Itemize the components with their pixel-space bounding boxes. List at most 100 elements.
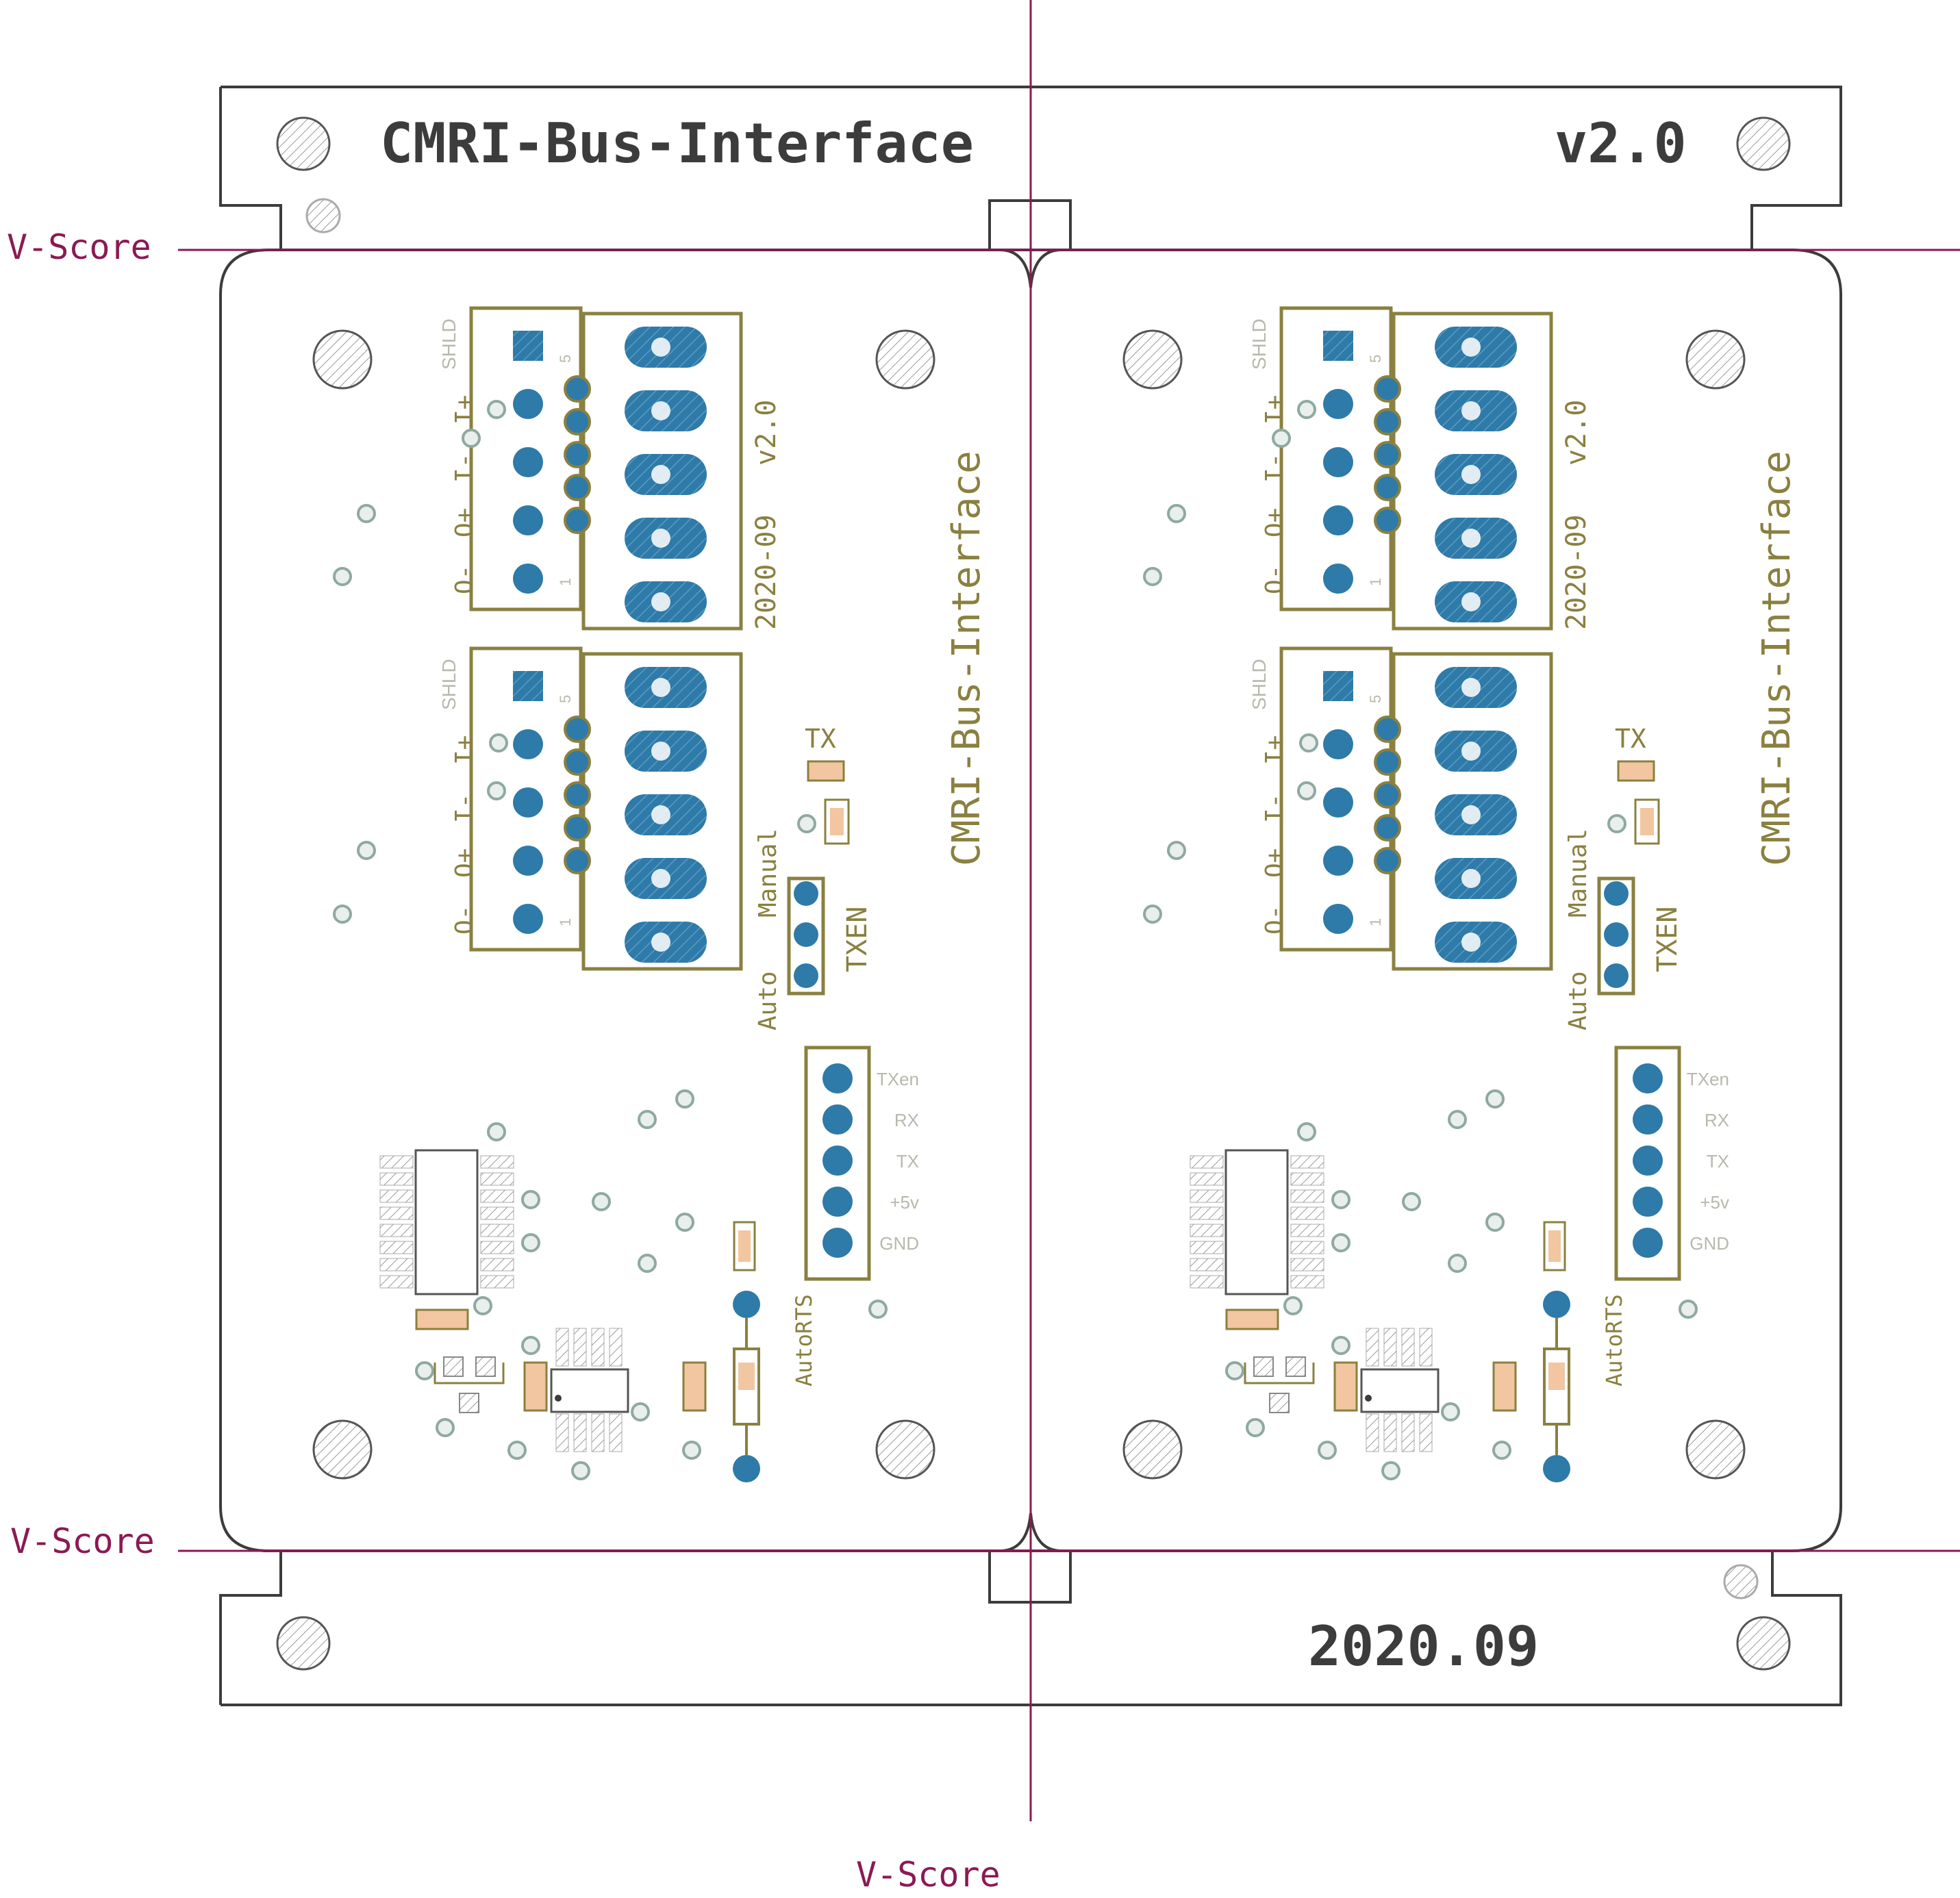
screw-terminal-outline <box>581 312 743 631</box>
header-pin-label: RX <box>894 1110 919 1130</box>
round-pad <box>1323 729 1353 759</box>
ic-small-pin <box>1401 1413 1415 1452</box>
jumper-label-manual: Manual <box>1564 828 1592 918</box>
header-pin <box>564 781 591 809</box>
via <box>1607 814 1626 833</box>
screw-terminal-outline <box>1392 312 1553 631</box>
via <box>507 1441 527 1460</box>
screw-hole <box>651 338 670 357</box>
mounting-hole <box>1122 1419 1183 1480</box>
ic-pin <box>1190 1172 1224 1186</box>
ic-pin <box>1290 1155 1324 1169</box>
header-pad <box>822 1228 853 1258</box>
jumper-pin <box>1604 881 1629 906</box>
header-pin <box>564 408 591 435</box>
via <box>1492 1441 1511 1460</box>
header-pin-label: TXen <box>1687 1069 1729 1089</box>
ic-pin <box>480 1155 514 1169</box>
via <box>675 1089 694 1109</box>
via <box>521 1336 540 1355</box>
header-pad <box>1633 1146 1663 1176</box>
header-pad <box>1633 1104 1663 1135</box>
ic-small-pin <box>1366 1413 1379 1452</box>
round-pad <box>1323 564 1353 594</box>
via <box>1225 1361 1244 1380</box>
via <box>521 1233 540 1252</box>
via <box>1297 781 1316 800</box>
header-pad <box>1633 1063 1663 1093</box>
screw-hole <box>1461 465 1481 484</box>
header-pin-label: GND <box>1689 1233 1729 1254</box>
terminal-label-shld: SHLD <box>438 659 460 710</box>
jumper-pin <box>794 881 818 906</box>
via <box>1448 1254 1467 1273</box>
via <box>357 841 376 860</box>
screw-terminal-outline <box>581 652 743 971</box>
ic-pin <box>1190 1258 1224 1271</box>
ic-pin <box>480 1258 514 1271</box>
smd-resistor-body <box>738 1230 751 1262</box>
screw-hole <box>1461 869 1481 888</box>
transistor-pad <box>475 1356 496 1377</box>
terminal-label-oplus: O+ <box>1261 848 1289 878</box>
via <box>1143 567 1162 586</box>
ic-small-pin <box>1419 1328 1433 1367</box>
round-pad <box>1323 505 1353 535</box>
screw-hole <box>1461 742 1481 761</box>
jumper-pin <box>794 922 818 947</box>
round-pad <box>513 787 543 818</box>
ic-soic-small <box>550 1328 629 1452</box>
smd-capacitor <box>1333 1361 1358 1412</box>
header-pad <box>822 1063 853 1093</box>
vscore-label-top: V-Score <box>7 227 151 267</box>
ic-pin <box>1290 1258 1324 1271</box>
ic-pin <box>480 1224 514 1237</box>
via <box>415 1361 434 1380</box>
header-pin <box>564 748 591 776</box>
header-pin <box>564 847 591 874</box>
vscore-lines <box>178 0 1960 1821</box>
header-pin <box>1374 716 1401 743</box>
header-pin <box>1374 781 1401 809</box>
screw-hole <box>651 805 670 824</box>
ic-body <box>1224 1149 1289 1295</box>
terminal-label-shld: SHLD <box>1248 659 1270 710</box>
pin-number-1: 1 <box>557 918 574 926</box>
via <box>1283 1296 1303 1315</box>
header-pad <box>1633 1187 1663 1217</box>
ic-small-pin <box>1383 1413 1397 1452</box>
terminal-label-iminus: I- <box>1261 794 1289 823</box>
mounting-hole <box>875 329 935 390</box>
via <box>638 1110 657 1129</box>
board-title-vertical: CMRI-Bus-Interface <box>944 451 989 866</box>
header-pad <box>822 1187 853 1217</box>
via <box>1297 1122 1316 1141</box>
ic-small-pin <box>591 1328 605 1367</box>
ic-pin <box>480 1172 514 1186</box>
terminal-label-iplus: I+ <box>1261 395 1289 425</box>
header-pin-label: RX <box>1705 1110 1729 1130</box>
ic-small-pin <box>555 1328 569 1367</box>
via <box>333 904 352 924</box>
board-right: SHLDI+I-O+O-51SHLDI+I-O+O-512020-09v2.0C… <box>1122 306 1799 1482</box>
ic-body <box>414 1149 479 1295</box>
ic-small-pin <box>1401 1328 1415 1367</box>
ic-pin <box>480 1206 514 1220</box>
ic-pin <box>379 1275 414 1289</box>
ic-pin <box>1290 1206 1324 1220</box>
mounting-hole <box>875 1419 935 1480</box>
led-tx <box>1617 760 1655 782</box>
screw-hole <box>1461 933 1481 952</box>
ic-small-pin <box>591 1413 605 1452</box>
screw-hole <box>651 742 670 761</box>
round-pad <box>1323 787 1353 818</box>
header-pad <box>1633 1228 1663 1258</box>
autorts-pad-top <box>733 1291 760 1318</box>
square-pad <box>1323 671 1353 701</box>
screw-hole <box>651 678 670 697</box>
autorts-pad-bottom <box>733 1455 760 1482</box>
board-left: SHLDI+I-O+O-51SHLDI+I-O+O-512020-09v2.0C… <box>312 306 989 1482</box>
header-pin <box>1374 375 1401 403</box>
